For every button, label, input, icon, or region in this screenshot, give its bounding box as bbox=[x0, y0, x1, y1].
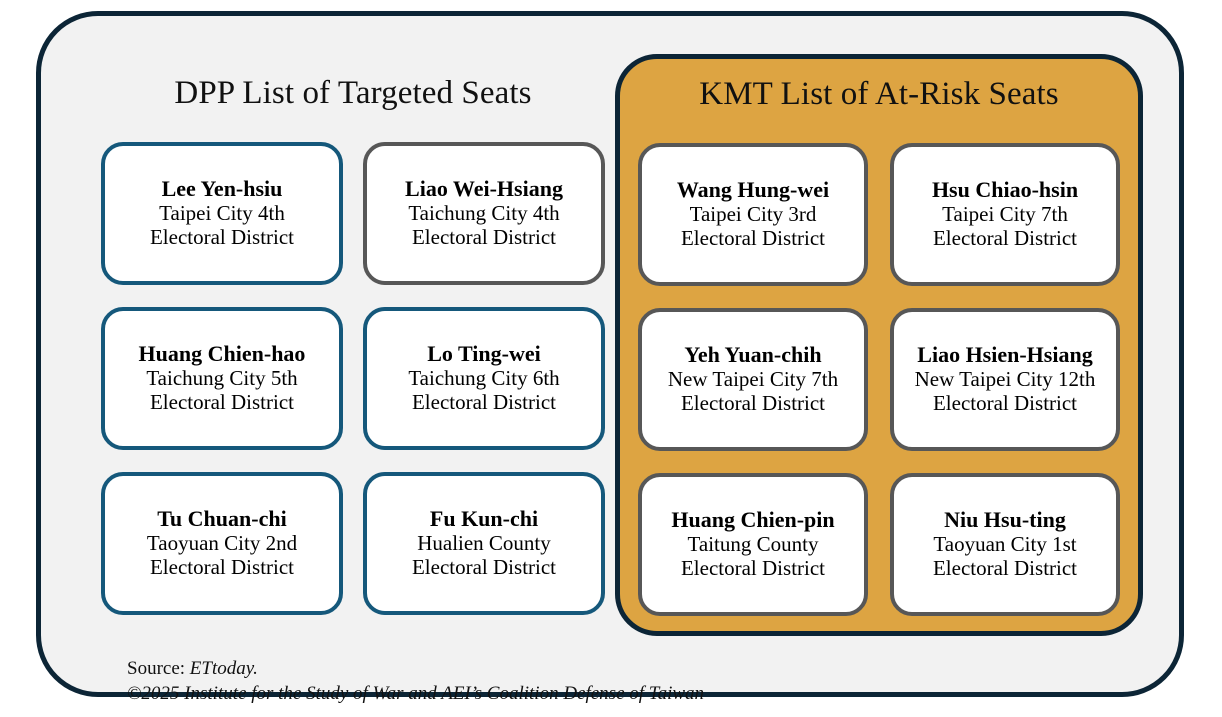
seat-card[interactable]: Wang Hung-wei Taipei City 3rd Electoral … bbox=[638, 143, 868, 286]
seat-district: New Taipei City 12th Electoral District bbox=[914, 366, 1096, 415]
seat-card[interactable]: Hsu Chiao-hsin Taipei City 7th Electoral… bbox=[890, 143, 1120, 286]
seat-name: Wang Hung-wei bbox=[676, 177, 830, 203]
seat-district: Taipei City 7th Electoral District bbox=[932, 201, 1078, 250]
footer: Source: ETtoday. ©2025 Institute for the… bbox=[127, 656, 947, 706]
footer-source-line: Source: ETtoday. bbox=[127, 656, 947, 681]
footer-source-label: Source: bbox=[127, 658, 190, 679]
seat-name: Liao Wei-Hsiang bbox=[405, 176, 563, 202]
seat-district: Taichung City 6th Electoral District bbox=[408, 365, 560, 414]
seat-district: Taipei City 4th Electoral District bbox=[149, 200, 295, 249]
dpp-column-title: DPP List of Targeted Seats bbox=[174, 75, 532, 111]
kmt-column-title: KMT List of At-Risk Seats bbox=[699, 76, 1059, 112]
columns-container: DPP List of Targeted Seats Lee Yen-hsiu … bbox=[41, 16, 1179, 692]
seat-name: Liao Hsien-Hsiang bbox=[917, 342, 1093, 368]
seat-card[interactable]: Huang Chien-hao Taichung City 5th Electo… bbox=[101, 307, 343, 450]
seat-card[interactable]: Liao Wei-Hsiang Taichung City 4th Electo… bbox=[363, 142, 605, 285]
seat-name: Lo Ting-wei bbox=[427, 341, 541, 367]
column-kmt: KMT List of At-Risk Seats Wang Hung-wei … bbox=[615, 54, 1143, 636]
seat-district: Taichung City 4th Electoral District bbox=[408, 200, 560, 249]
seat-district: Hualien County Electoral District bbox=[411, 530, 557, 579]
seat-name: Tu Chuan-chi bbox=[157, 506, 287, 532]
seat-district: Taoyuan City 1st Electoral District bbox=[932, 531, 1078, 580]
seat-name: Huang Chien-hao bbox=[138, 341, 306, 367]
seat-name: Lee Yen-hsiu bbox=[161, 176, 283, 202]
seat-district: New Taipei City 7th Electoral District bbox=[667, 366, 839, 415]
seat-card[interactable]: Niu Hsu-ting Taoyuan City 1st Electoral … bbox=[890, 473, 1120, 616]
outer-panel: DPP List of Targeted Seats Lee Yen-hsiu … bbox=[36, 11, 1184, 704]
dpp-card-grid: Lee Yen-hsiu Taipei City 4th Electoral D… bbox=[93, 128, 613, 615]
seat-card[interactable]: Lee Yen-hsiu Taipei City 4th Electoral D… bbox=[101, 142, 343, 285]
kmt-card-grid: Wang Hung-wei Taipei City 3rd Electoral … bbox=[620, 129, 1138, 616]
seat-name: Fu Kun-chi bbox=[429, 506, 539, 532]
seat-name: Yeh Yuan-chih bbox=[684, 342, 822, 368]
seat-card[interactable]: Huang Chien-pin Taitung County Electoral… bbox=[638, 473, 868, 616]
column-dpp: DPP List of Targeted Seats Lee Yen-hsiu … bbox=[93, 54, 613, 634]
seat-name: Niu Hsu-ting bbox=[944, 507, 1066, 533]
seat-card[interactable]: Lo Ting-wei Taichung City 6th Electoral … bbox=[363, 307, 605, 450]
footer-source-name: ETtoday. bbox=[189, 658, 258, 679]
seat-name: Hsu Chiao-hsin bbox=[931, 177, 1079, 203]
seat-district: Taichung City 5th Electoral District bbox=[146, 365, 298, 414]
seat-card[interactable]: Yeh Yuan-chih New Taipei City 7th Electo… bbox=[638, 308, 868, 451]
seat-district: Taipei City 3rd Electoral District bbox=[680, 201, 826, 250]
seat-card[interactable]: Liao Hsien-Hsiang New Taipei City 12th E… bbox=[890, 308, 1120, 451]
seat-district: Taoyuan City 2nd Electoral District bbox=[146, 530, 298, 579]
seat-card[interactable]: Tu Chuan-chi Taoyuan City 2nd Electoral … bbox=[101, 472, 343, 615]
seat-district: Taitung County Electoral District bbox=[680, 531, 826, 580]
seat-name: Huang Chien-pin bbox=[671, 507, 835, 533]
footer-copyright-line: ©2025 Institute for the Study of War and… bbox=[127, 683, 705, 705]
seat-card[interactable]: Fu Kun-chi Hualien County Electoral Dist… bbox=[363, 472, 605, 615]
